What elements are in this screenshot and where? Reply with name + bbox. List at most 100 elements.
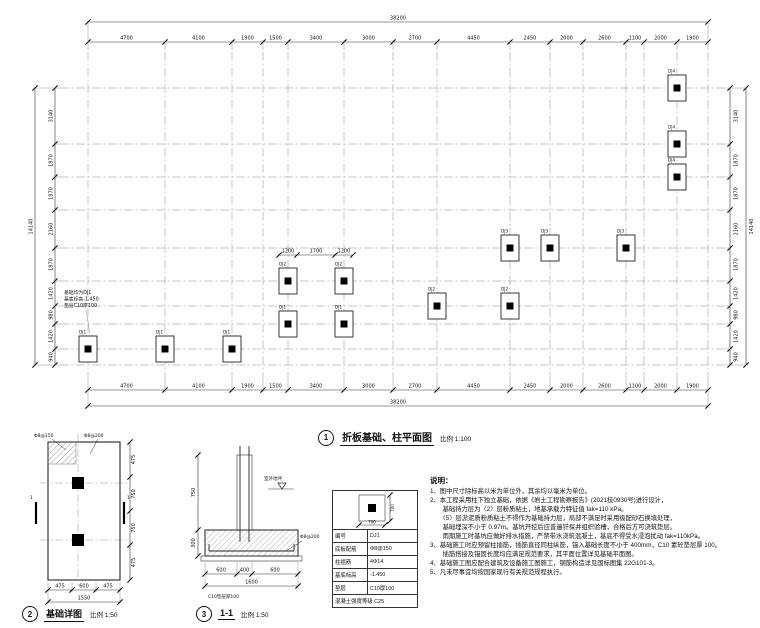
footing-column (284, 320, 292, 328)
plan-caption-number: 1 (318, 429, 334, 446)
dim-text: 700 (390, 504, 395, 512)
footing-column (673, 140, 681, 148)
footing-label: DJ2 (279, 262, 286, 267)
note-line: 〈5〉层淤泥质粉质粘土不得作为基础持力层，局部不满足时采用级配砂石换填处理， (430, 515, 676, 522)
footing-label: DJ4 (668, 69, 675, 74)
dim-text: 3400 (310, 384, 323, 390)
dim-text: 4100 (192, 384, 205, 390)
row-label: 垫层 (333, 582, 368, 594)
dim-text: 4450 (467, 384, 480, 390)
footing-column (84, 345, 92, 353)
dim-text: 750 (131, 523, 137, 533)
dim-total-text: 1550 (78, 596, 91, 602)
footing-label: DJ3 (501, 229, 508, 234)
dim-text: 3140 (734, 110, 740, 123)
dim-text: 3400 (310, 36, 323, 42)
foundation-detail-svg: 1 1 Φ8@150 Φ8@200 475 750 750 475 475 60… (30, 433, 137, 605)
footing-plan-outline (47, 441, 121, 581)
section-cut-marks: 1 1 (30, 495, 130, 524)
footing-column (673, 84, 681, 92)
ground-level-label: 室外地坪 (264, 475, 282, 482)
dim-total-bottom-text: 38200 (390, 400, 406, 406)
note-line: 插筋搭接及锚固长度均应满足规范要求，其平面位置详见基础平面图。 (430, 551, 638, 558)
row-value: DJ1 (370, 533, 380, 539)
bedding-layer (200, 555, 303, 562)
dim-text: 2700 (409, 36, 422, 42)
dim-text: 600 (270, 568, 280, 574)
dim-text: 1100 (629, 384, 642, 390)
dim-text: 3000 (362, 36, 375, 42)
dim-text: 2700 (409, 384, 422, 390)
slab-rebar-label: Φ8@200 (300, 534, 320, 540)
schedule-mini-diagram: 700 700 (356, 492, 395, 528)
cut-mark-label: 1 (30, 495, 33, 501)
column-stem (236, 454, 253, 531)
ground-level-mark: 室外地坪 (264, 475, 294, 490)
dim-text: 300 (191, 538, 197, 548)
dim-text: 1870 (734, 258, 740, 271)
notes-block: 说明： 1、图中尺寸除标高以米为单位外，其余均以毫米为单位。2、本工程采用柱下独… (430, 476, 748, 577)
dim-text: 750 (191, 488, 197, 498)
dim-text: 940 (734, 352, 740, 362)
dim-total-text: 1600 (245, 580, 258, 586)
note-line: 4、基础施工图应配合建筑及设备施工图施工，钢筋构造详见国标图集 22G101-3… (430, 560, 659, 567)
footing-column (340, 320, 348, 328)
footing-label: DJ1 (156, 330, 163, 335)
dim-text: 475 (131, 558, 137, 568)
dim-text: 400 (240, 568, 250, 574)
footing-label: DJ4 (668, 158, 675, 163)
footing-column (506, 244, 514, 252)
dim-text: 980 (49, 310, 55, 320)
detail3-dim-chain-bottom: 600 400 600 1600 (202, 562, 301, 589)
note-line: 基础持力层为〈2〉层粉质粘土，地基承载力特征值 fak=110 kPa。 (430, 506, 628, 513)
footing-label: DJ1 (335, 305, 342, 310)
note-line: 雨期施工时基坑应做好排水措施，严禁带水浇筑混凝土，基底不得受水浸泡扰动 fak=… (430, 533, 704, 540)
rebar-callout-label: Φ8@150 (34, 433, 54, 439)
table-row: 底板配筋 Φ8@150 (333, 543, 417, 556)
bedding-label: C10垫层厚100 (208, 593, 239, 600)
cut-mark-label: 1 (127, 495, 130, 501)
detail2-dim-chain-bottom: 475 600 475 1550 (45, 582, 123, 605)
dim-text: 1870 (49, 258, 55, 271)
dim-text: 475 (103, 584, 113, 590)
dim-text: 475 (131, 455, 137, 465)
plan-caption: 1 折板基础、柱平面图 比例 1:100 (318, 429, 471, 446)
dim-text: 750 (131, 489, 137, 499)
dim-text: 1200 (338, 249, 351, 255)
row-value: -1.450 (370, 572, 386, 578)
footing-label: DJ2 (335, 262, 342, 267)
dim-text: 1900 (241, 36, 254, 42)
dim-text: 2450 (524, 384, 537, 390)
footing-label: DJ2 (428, 287, 435, 292)
dim-text: 2160 (49, 223, 55, 236)
dim-text: 1870 (49, 187, 55, 200)
dim-text: 1900 (686, 36, 699, 42)
row-label: 基底标高 (333, 569, 368, 581)
plan-annotation-line: 基底标高-1.450 (64, 296, 99, 303)
footing-plan (40, 434, 128, 586)
rebar-callout-label: Φ8@200 (84, 433, 104, 439)
dim-text: 1500 (269, 384, 282, 390)
dim-text: 4700 (120, 384, 133, 390)
plan-caption-scale: 比例 1:100 (440, 435, 472, 443)
detail3-caption-scale: 比例 1:50 (241, 612, 269, 619)
schedule-diagram-cell: 700 700 (333, 491, 417, 530)
footing-label: DJ3 (541, 229, 548, 234)
dim-text: 1870 (49, 154, 55, 167)
detail2-caption-number: 2 (22, 606, 38, 622)
table-row: 柱插筋 4Φ14 (333, 556, 417, 569)
footing-column (673, 173, 681, 181)
footing-column (622, 244, 630, 252)
annotation-leader (85, 309, 91, 335)
dim-text: 1420 (734, 330, 740, 343)
dim-text: 4450 (467, 36, 480, 42)
footing-label: DJ3 (617, 229, 624, 234)
detail3-caption-title: 1-1 (218, 608, 236, 620)
footing-label: DJ1 (223, 330, 230, 335)
note-line: 1、图中尺寸除标高以米为单位外，其余均以毫米为单位。 (430, 488, 591, 495)
footing-label: DJ2 (501, 287, 508, 292)
detail3-dim-chain-left: 750 300 (191, 452, 201, 559)
dim-text: 2600 (598, 384, 611, 390)
